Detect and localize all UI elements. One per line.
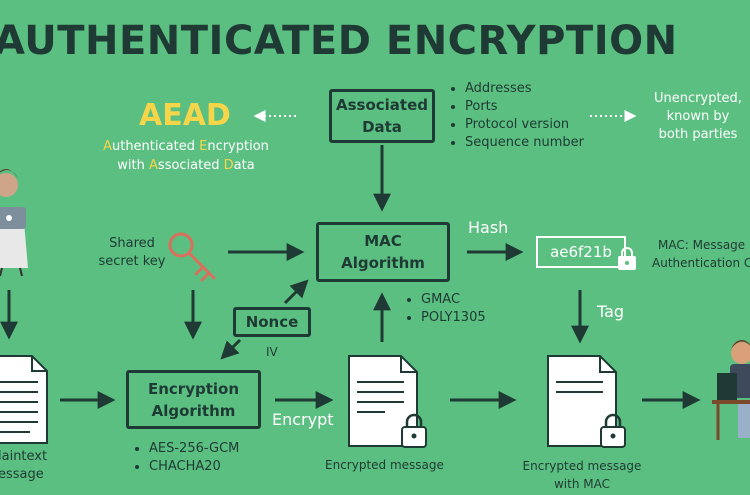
- list-item: Ports: [465, 98, 584, 116]
- associated-data-box: Associated Data: [329, 89, 435, 143]
- iv-label: IV: [266, 345, 278, 359]
- aead-initial: A: [103, 139, 112, 154]
- encryption-algorithm-box: Encryption Algorithm: [126, 370, 261, 429]
- list-item: POLY1305: [421, 309, 486, 327]
- aead-line-2: with Associated Data: [100, 156, 272, 175]
- mac-note: MAC: Message Authentication Code: [652, 236, 750, 272]
- plaintext-message-label: laintext essage: [0, 448, 47, 484]
- unencrypted-line-1: Unencrypted,: [654, 91, 742, 106]
- aead-initial: A: [149, 158, 158, 173]
- aead-acronym: AEAD: [139, 98, 231, 133]
- list-item: Sequence number: [465, 134, 584, 152]
- shared-key-line-1: Shared: [109, 236, 155, 251]
- aead-expansion: Authenticated Encryption with Associated…: [100, 137, 272, 175]
- shared-secret-key-label: Shared secret key: [98, 235, 166, 271]
- hash-label: Hash: [468, 218, 509, 237]
- encrypted-mac-line-2: with MAC: [553, 477, 610, 491]
- lock-icon: [600, 413, 626, 448]
- encrypted-document-icon: [348, 355, 418, 447]
- receiver-person-icon: [712, 340, 750, 440]
- lock-icon: [401, 413, 427, 448]
- aead-text: ssociated: [157, 158, 224, 173]
- aead-initial: E: [199, 139, 208, 154]
- encryption-algorithm-label-1: Encryption: [147, 379, 240, 398]
- unencrypted-note: Unencrypted, known by both parties: [648, 90, 748, 144]
- mac-algorithm-label-2: Algorithm: [341, 254, 425, 272]
- encrypt-label: Encrypt: [272, 410, 334, 429]
- lock-icon: [618, 247, 636, 270]
- page-title: AUTHENTICATED ENCRYPTION: [0, 18, 678, 64]
- plaintext-line-2: essage: [0, 467, 44, 482]
- unencrypted-line-3: both parties: [658, 127, 738, 142]
- encryption-algorithm-label-2: Algorithm: [151, 401, 236, 420]
- encrypted-with-mac-label: Encrypted message with MAC: [522, 457, 642, 493]
- aead-text: with: [117, 158, 150, 173]
- mac-algorithm-label-1: MAC: [364, 232, 402, 250]
- plaintext-document-icon: [0, 355, 48, 444]
- encrypted-message-label: Encrypted message: [325, 458, 444, 472]
- shared-key-line-2: secret key: [98, 254, 166, 269]
- arrow-nonce-to-encryption: [220, 338, 242, 360]
- mac-value-box: ae6f21b: [536, 236, 626, 268]
- mac-options-list: GMAC POLY1305: [407, 291, 486, 327]
- mac-value: ae6f21b: [550, 243, 612, 261]
- list-item: Addresses: [465, 80, 584, 98]
- associated-data-list: Addresses Ports Protocol version Sequenc…: [451, 80, 584, 152]
- arrow-nonce-to-mac: [283, 279, 309, 305]
- list-item: Protocol version: [465, 116, 584, 134]
- unencrypted-line-2: known by: [666, 109, 730, 124]
- encrypted-mac-document-icon: [547, 355, 617, 447]
- associated-data-label-2: Data: [362, 118, 402, 136]
- associated-data-label-1: Associated: [335, 96, 428, 114]
- key-icon: [168, 232, 216, 282]
- mac-algorithm-box: MAC Algorithm: [316, 222, 450, 282]
- encryption-options-list: AES-256-GCM CHACHA20: [135, 440, 239, 476]
- nonce-box: Nonce: [233, 307, 311, 337]
- tag-label: Tag: [597, 302, 625, 321]
- list-item: AES-256-GCM: [149, 440, 239, 458]
- sender-person-icon: [0, 169, 28, 277]
- aead-text: uthenticated: [111, 139, 200, 154]
- aead-initial: D: [223, 158, 234, 173]
- mac-note-line-1: MAC: Message: [658, 238, 746, 252]
- list-item: CHACHA20: [149, 458, 239, 476]
- plaintext-line-1: laintext: [0, 449, 48, 464]
- aead-text: ata: [233, 158, 255, 173]
- encrypted-mac-line-1: Encrypted message: [522, 459, 642, 473]
- list-item: GMAC: [421, 291, 486, 309]
- aead-line-1: Authenticated Encryption: [100, 137, 272, 156]
- aead-text: ncryption: [207, 139, 269, 154]
- mac-note-line-2: Authentication Code: [652, 256, 750, 270]
